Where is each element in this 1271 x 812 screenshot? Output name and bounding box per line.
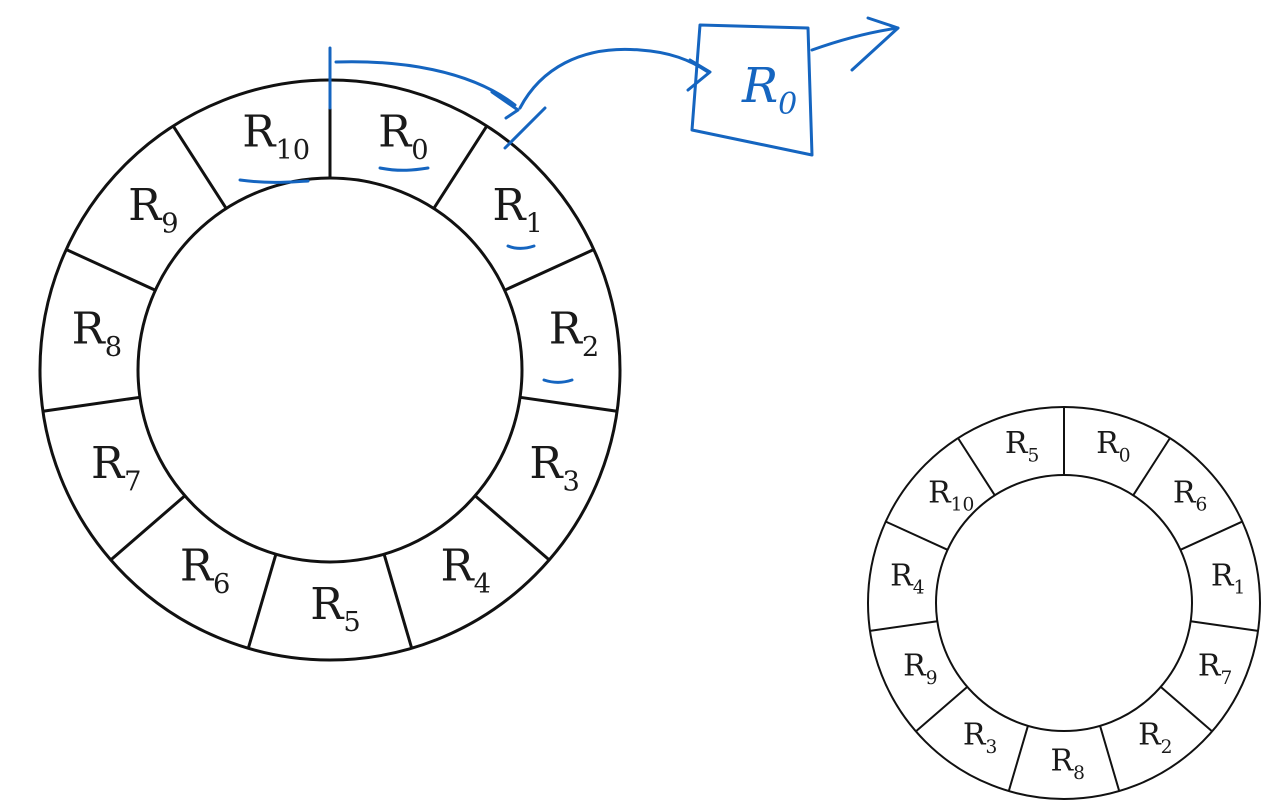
small-ring-register-label: R10 — [928, 475, 974, 515]
output-arrow — [810, 26, 900, 52]
large-ring-divider — [519, 395, 618, 413]
handwritten-annotations: R0 — [238, 16, 900, 384]
large-ring-register-label: R0 — [378, 107, 429, 166]
large-ring-inner-circle — [136, 176, 524, 564]
small-ring-divider — [1007, 725, 1029, 792]
large-ring-divider — [504, 248, 595, 292]
small-ring-register-label: R4 — [890, 558, 924, 598]
small-ring-divider — [1160, 686, 1213, 733]
small-ring-register-label: R6 — [1173, 475, 1207, 515]
small-ring-register-label: R7 — [1198, 649, 1232, 689]
output-box — [690, 23, 814, 157]
large-ring-register-label: R5 — [310, 579, 361, 638]
large-ring-divider — [42, 395, 141, 413]
large-ring-divider — [171, 125, 228, 210]
slot-boundary-mark — [503, 106, 547, 150]
arrow-to-box-head — [686, 58, 712, 92]
large-ring-divider — [432, 125, 489, 210]
small-ring-register-label: R2 — [1138, 718, 1172, 758]
output-arrow-head — [850, 16, 900, 72]
underline-r1 — [506, 244, 536, 250]
large-ring-divider — [246, 553, 278, 649]
large-ring-register-label: R9 — [128, 180, 179, 239]
large-ring-register-label: R8 — [72, 304, 123, 363]
small-ring-divider — [869, 620, 938, 632]
small-ring-divider — [885, 520, 948, 551]
small-ring-register-label: R3 — [963, 718, 997, 758]
large-ring-register-label: R6 — [180, 541, 231, 600]
pointer-arrow-to-r0 — [334, 60, 517, 107]
underline-r10 — [238, 178, 310, 184]
underline-r2 — [542, 378, 574, 384]
small-ring-register-label: R8 — [1051, 743, 1085, 783]
small-ring-divider — [1132, 437, 1171, 496]
large-ring-divider — [382, 553, 414, 649]
small-ring-register-label: R5 — [1005, 426, 1039, 466]
small-ring-divider — [1190, 620, 1259, 632]
small-ring-divider — [1180, 520, 1243, 551]
large-ring-register-label: R4 — [440, 541, 491, 600]
small-ring-divider — [957, 437, 996, 496]
small-ring-register-label: R1 — [1211, 558, 1245, 598]
arrow-to-box — [518, 47, 710, 110]
large-ring-register-label: R3 — [529, 438, 580, 497]
large-ring-register-label: R1 — [492, 180, 543, 239]
large-ring-register-label: R2 — [549, 304, 600, 363]
output-box-label: R0 — [741, 58, 797, 122]
large-ring-register-label: R10 — [242, 107, 310, 166]
small-ring-inner-circle — [935, 474, 1193, 732]
pointer-arrowhead — [490, 90, 520, 120]
small-ring-register-label: R9 — [903, 649, 937, 689]
small-ring-divider — [915, 686, 968, 733]
small-ring-register-label: R0 — [1096, 426, 1130, 466]
large-ring-divider — [65, 248, 156, 292]
large-ring-divider — [474, 494, 551, 562]
large-ring-divider — [109, 494, 186, 562]
small-ring-divider — [1099, 725, 1121, 792]
large-ring-register-label: R7 — [91, 438, 142, 497]
underline-r0 — [378, 166, 430, 172]
